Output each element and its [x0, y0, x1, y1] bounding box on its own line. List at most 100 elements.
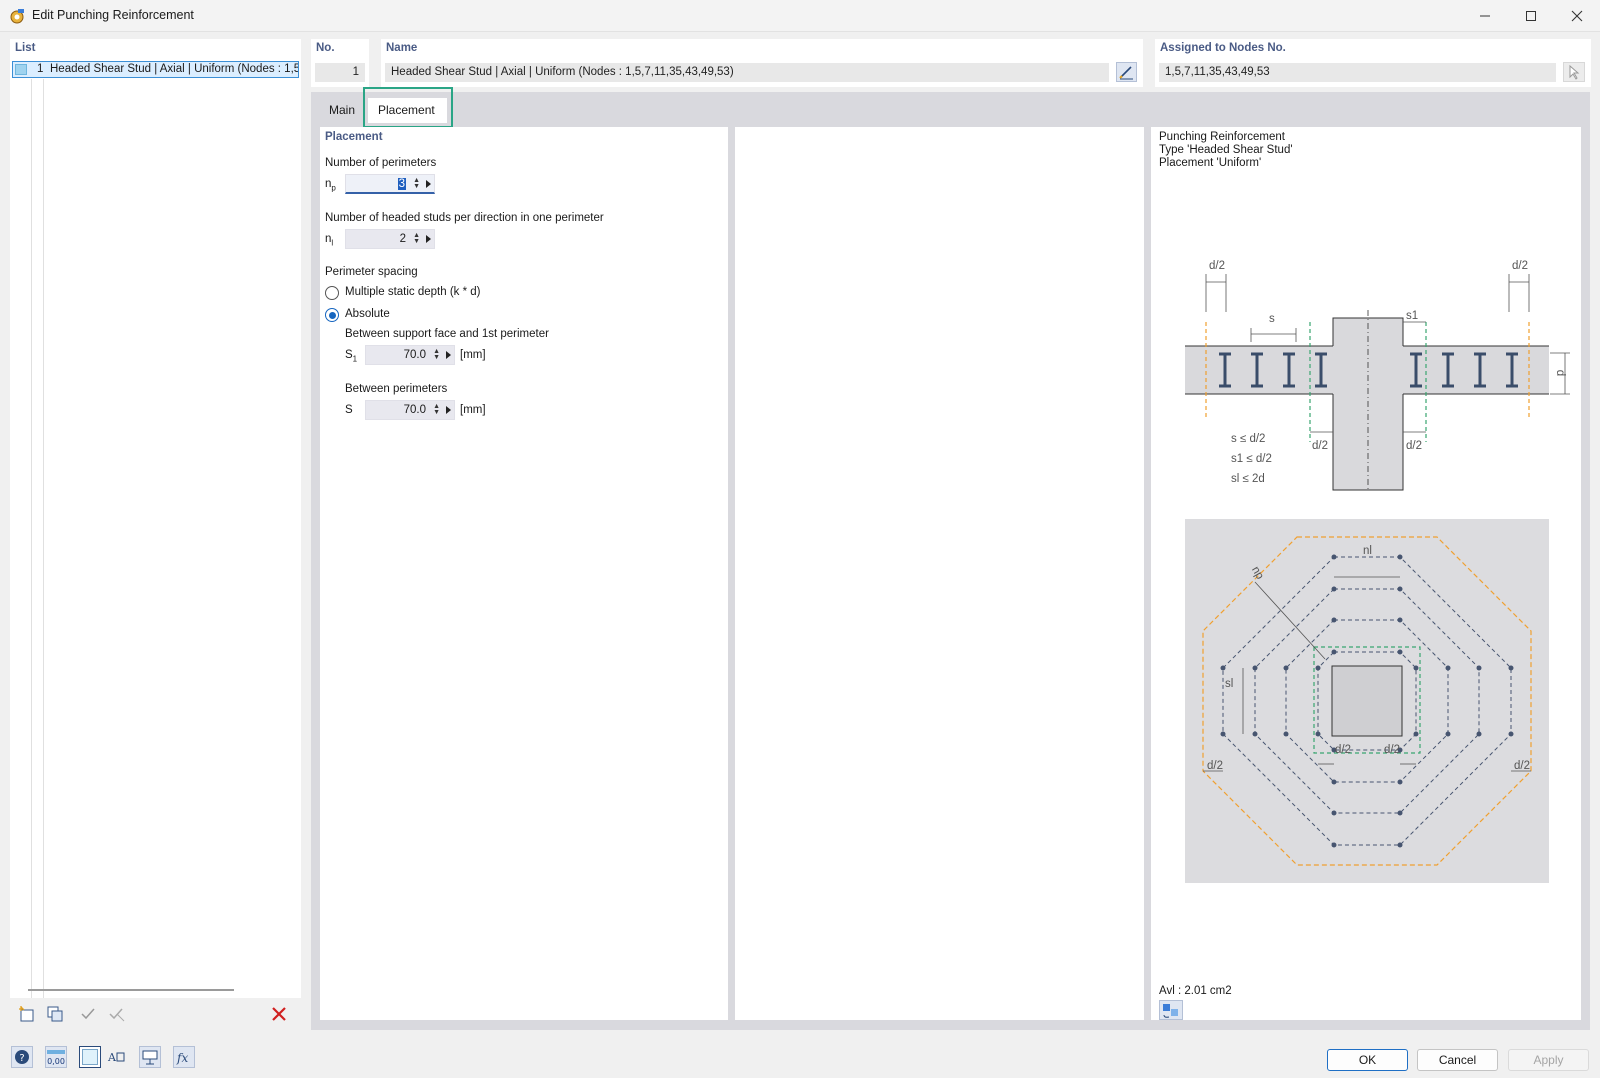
- info-line-1: Punching Reinforcement: [1159, 131, 1285, 143]
- s-unit: [mm]: [460, 404, 486, 416]
- s1-input[interactable]: 70.0 ▲▼: [365, 345, 455, 365]
- tab-main[interactable]: Main: [329, 103, 356, 117]
- list-button-bar: [10, 998, 301, 1029]
- name-panel: Name Headed Shear Stud | Axial | Uniform…: [381, 39, 1143, 87]
- middle-panel: [735, 127, 1144, 1020]
- spin-arrows-icon[interactable]: ▲▼: [433, 348, 440, 361]
- copy-item-button[interactable]: [44, 1003, 66, 1025]
- units-icon: 0,00: [47, 1050, 65, 1066]
- new-item-button[interactable]: [16, 1003, 38, 1025]
- list-panel: List 1 Headed Shear Stud | Axial | Unifo…: [10, 39, 301, 1029]
- spin-arrows-icon[interactable]: ▲▼: [433, 403, 440, 416]
- assigned-caption: Assigned to Nodes No.: [1160, 42, 1286, 54]
- formula-button[interactable]: fx: [173, 1046, 195, 1068]
- s-symbol: S: [345, 404, 353, 416]
- svg-text:A: A: [107, 1051, 117, 1064]
- expand-arrow-icon[interactable]: [446, 406, 451, 414]
- expand-arrow-icon[interactable]: [446, 351, 451, 359]
- maximize-button[interactable]: [1508, 0, 1554, 32]
- model-view-button[interactable]: [139, 1046, 161, 1068]
- placement-panel: Placement Number of perimeters np 3 ▲▼ N…: [320, 127, 728, 1020]
- minimize-button[interactable]: [1462, 0, 1508, 32]
- cancel-button[interactable]: Cancel: [1417, 1049, 1498, 1071]
- ok-button[interactable]: OK: [1327, 1049, 1408, 1071]
- assigned-panel: Assigned to Nodes No. 1,5,7,11,35,43,49,…: [1155, 39, 1591, 87]
- d2-plan-right: d/2: [1514, 760, 1530, 772]
- number-panel: No. 1: [311, 39, 369, 87]
- close-icon: [1571, 10, 1583, 22]
- model-view-icon: [142, 1050, 158, 1065]
- edit-name-button[interactable]: [1116, 62, 1137, 82]
- nl-input[interactable]: 2 ▲▼: [345, 229, 435, 249]
- select-nodes-button[interactable]: [1563, 62, 1585, 82]
- section-diagram: [1185, 274, 1570, 491]
- info-line-3: Placement 'Uniform': [1159, 157, 1262, 169]
- function-icon: fx: [176, 1051, 188, 1065]
- text-style-button[interactable]: A: [105, 1046, 127, 1068]
- radio-absolute[interactable]: [325, 308, 339, 322]
- expand-arrow-icon[interactable]: [426, 235, 431, 243]
- stud-dots: [1220, 554, 1514, 848]
- svg-text:?: ?: [19, 1053, 24, 1064]
- minimize-icon: [1480, 15, 1490, 17]
- d2-plan-left: d/2: [1207, 760, 1223, 772]
- info-panel: Punching Reinforcement Type 'Headed Shea…: [1151, 127, 1581, 1020]
- check-icon: [81, 1008, 95, 1020]
- help-button[interactable]: ?: [11, 1046, 33, 1068]
- area-label: Avl : 2.01 cm2: [1159, 985, 1232, 997]
- color-button[interactable]: [79, 1046, 101, 1068]
- info-line-2: Type 'Headed Shear Stud': [1159, 144, 1293, 156]
- uncheck-button[interactable]: [106, 1003, 128, 1025]
- between-support-label: Between support face and 1st perimeter: [345, 328, 549, 340]
- stud-marks: [1219, 352, 1518, 388]
- s1-value: 70.0: [403, 349, 426, 361]
- refresh-diagram-button[interactable]: [1159, 1000, 1183, 1020]
- number-field[interactable]: 1: [315, 63, 365, 82]
- assigned-nodes-field[interactable]: 1,5,7,11,35,43,49,53: [1159, 63, 1556, 82]
- window-title: Edit Punching Reinforcement: [32, 8, 194, 22]
- rule-1: s ≤ d/2: [1231, 433, 1266, 445]
- nl-dim-label: nl: [1363, 545, 1372, 557]
- np-input[interactable]: 3 ▲▼: [345, 174, 435, 194]
- tab-placement[interactable]: Placement: [368, 98, 447, 123]
- name-field[interactable]: Headed Shear Stud | Axial | Uniform (Nod…: [385, 63, 1109, 82]
- s-input[interactable]: 70.0 ▲▼: [365, 400, 455, 420]
- delete-button[interactable]: [268, 1003, 290, 1025]
- uncheck-icon: [109, 1008, 125, 1022]
- d2-plan-inner-right: d/2: [1384, 744, 1400, 756]
- d2-plan-inner-left: d/2: [1335, 744, 1351, 756]
- check-button[interactable]: [78, 1003, 100, 1025]
- expand-arrow-icon[interactable]: [426, 180, 431, 188]
- rule-2: s1 ≤ d/2: [1231, 453, 1272, 465]
- radio-multiple-static-depth[interactable]: [325, 286, 339, 300]
- text-style-icon: A: [107, 1051, 125, 1064]
- svg-text:0,00: 0,00: [47, 1057, 65, 1066]
- horizontal-scrollbar[interactable]: [28, 989, 234, 991]
- list-item[interactable]: 1 Headed Shear Stud | Axial | Uniform (N…: [12, 61, 299, 78]
- nl-symbol: nl: [325, 233, 334, 248]
- rule-3: sl ≤ 2d: [1231, 473, 1265, 485]
- name-caption: Name: [386, 42, 418, 54]
- nl-value: 2: [399, 233, 406, 245]
- spin-arrows-icon[interactable]: ▲▼: [413, 177, 420, 190]
- perimeter-spacing-label: Perimeter spacing: [325, 266, 418, 278]
- list-caption: List: [15, 42, 36, 54]
- app-icon: [10, 9, 24, 24]
- title-bar: Edit Punching Reinforcement: [0, 0, 1600, 32]
- new-item-icon: [19, 1006, 34, 1022]
- spin-arrows-icon[interactable]: ▲▼: [413, 232, 420, 245]
- plan-diagram: [1202, 536, 1532, 866]
- view-toggle-icon: [1163, 1004, 1178, 1018]
- s-dim-label: s: [1269, 313, 1275, 325]
- edit-icon: [1119, 66, 1133, 80]
- color-swatch-icon: [82, 1049, 98, 1065]
- svg-text:fx: fx: [176, 1051, 188, 1065]
- close-button[interactable]: [1554, 0, 1600, 32]
- absolute-label: Absolute: [345, 308, 390, 320]
- apply-button[interactable]: Apply: [1508, 1049, 1589, 1071]
- d-dim-label: d: [1554, 369, 1567, 377]
- np-symbol: np: [325, 178, 336, 193]
- units-button[interactable]: 0,00: [45, 1046, 67, 1068]
- number-caption: No.: [316, 42, 335, 54]
- num-perimeters-label: Number of perimeters: [325, 157, 437, 169]
